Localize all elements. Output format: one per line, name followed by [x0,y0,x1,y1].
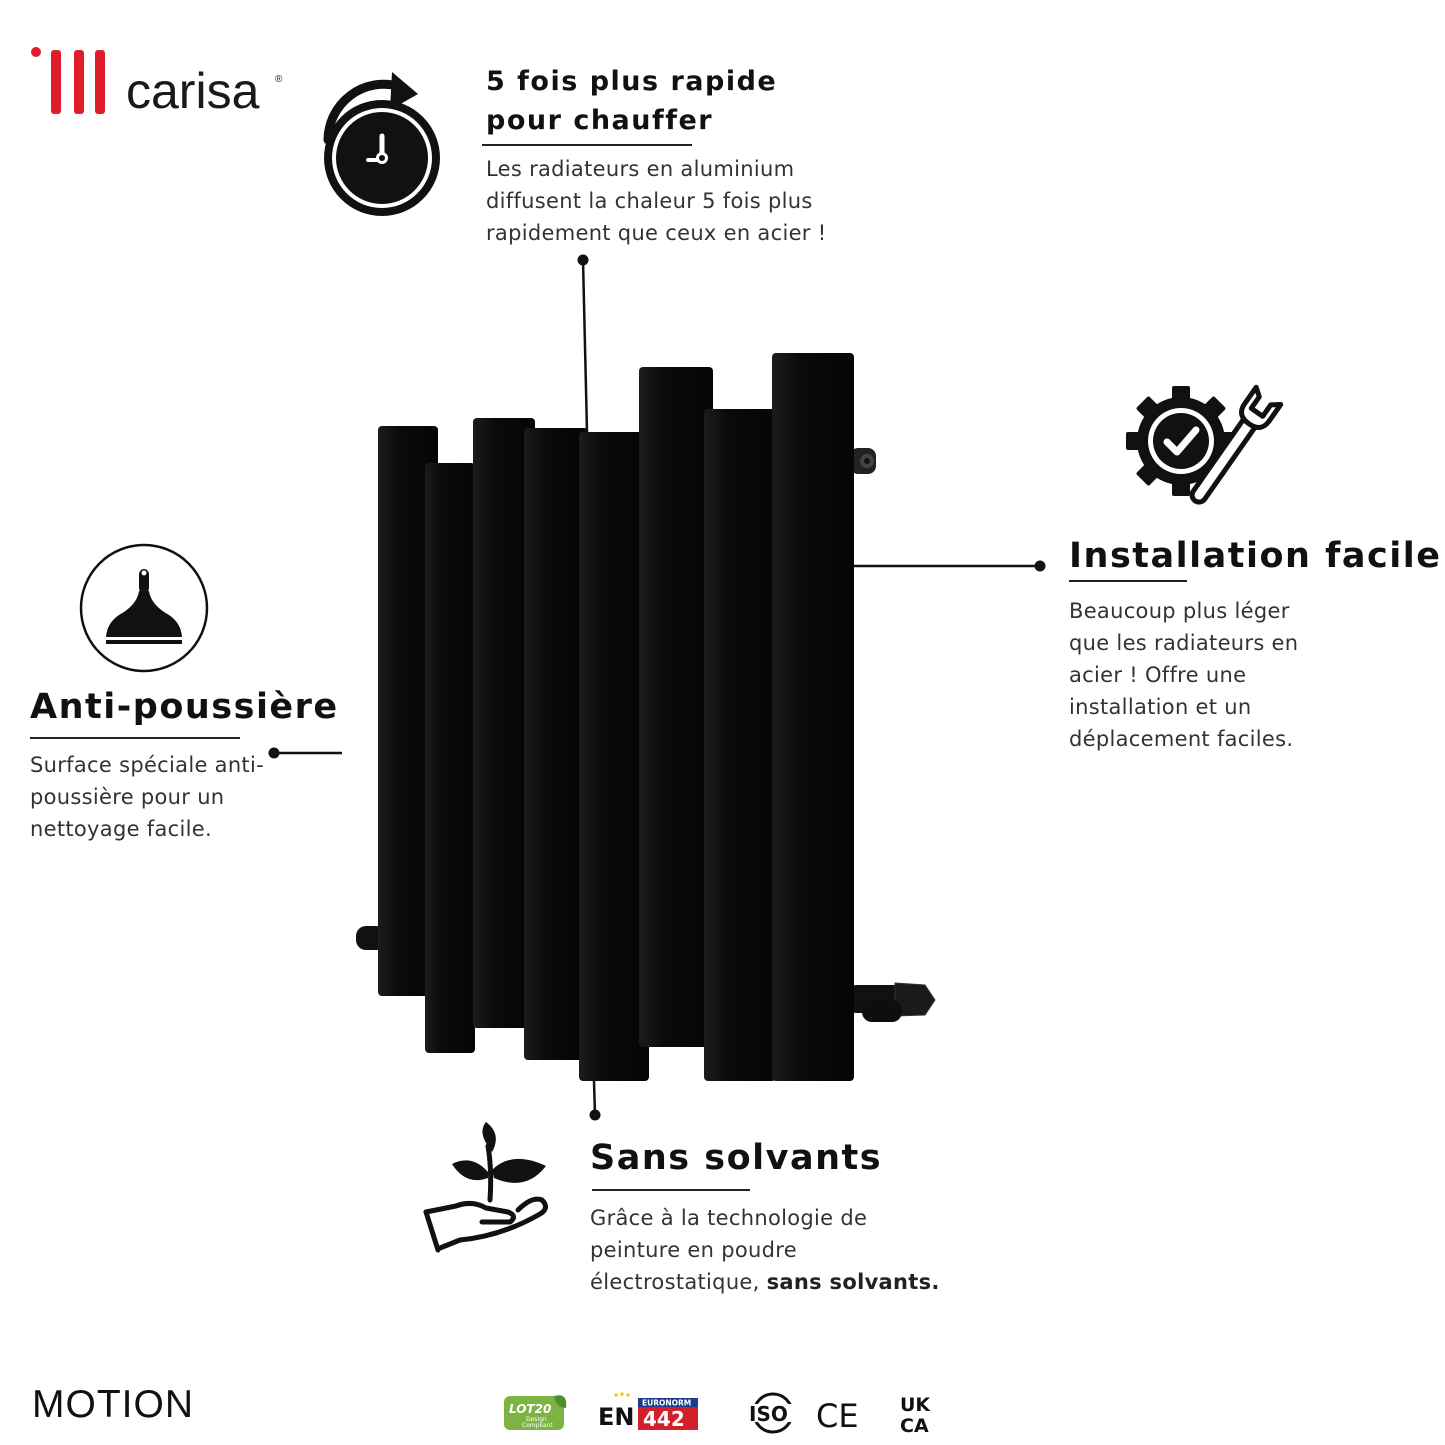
speed-title-underline [482,144,692,146]
en442-badge: EN EURONORM 442 [598,1392,702,1432]
solvent-text-line1: Grâce à la technologie de [590,1206,868,1230]
iso-label: ISO [749,1402,788,1426]
radiator-tube-5 [579,432,649,1081]
solvent-text-line2: peinture en poudre [590,1238,797,1262]
installation-title-underline [1069,580,1187,582]
registered-mark: ® [275,74,283,85]
speed-description: Les radiateurs en aluminium diffusent la… [486,153,876,249]
ukca-top: UK [900,1394,931,1416]
radiator-tube-2 [425,463,475,1053]
bottom-left-valve [356,926,386,950]
solvent-text-bold: sans solvants. [766,1270,940,1294]
solvent-description: Grâce à la technologie de peinture en po… [590,1202,1010,1298]
en-number: 442 [643,1407,685,1431]
speed-text-line3: rapidement que ceux en acier ! [486,221,827,245]
lot20-main: LOT20 [509,1402,551,1416]
carisa-logo-mark [28,46,108,118]
speed-title: 5 fois plus rapide pour chauffer [486,62,806,140]
ukca-bottom: CA [900,1415,929,1437]
speed-title-line1: 5 fois plus rapide [486,66,778,97]
dust-title: Anti-poussière [30,687,339,727]
installation-text-line2: que les radiateurs en [1069,631,1299,655]
en-label: EN [598,1403,634,1431]
dust-description: Surface spéciale anti- poussière pour un… [30,749,300,845]
duster-brush-icon [79,543,209,673]
speed-text-line2: diffusent la chaleur 5 fois plus [486,189,813,213]
top-right-vent [850,448,876,474]
solvent-title: Sans solvants [590,1138,883,1178]
installation-text-line3: acier ! Offre une [1069,663,1247,687]
bottom-right-valve [850,982,936,1022]
lot20-badge: LOT20 Design Compliant [504,1394,568,1432]
radiator-tube-3 [473,418,535,1028]
installation-text-line1: Beaucoup plus léger [1069,599,1290,623]
model-name: MOTION [32,1383,194,1426]
solvent-title-underline [592,1189,750,1191]
solvent-text-line3: électrostatique, [590,1270,767,1294]
dust-title-underline [30,737,240,739]
radiator-tube-8 [772,353,854,1081]
ce-label: CE [816,1397,859,1435]
dust-text-line2: poussière pour un [30,785,225,809]
installation-description: Beaucoup plus léger que les radiateurs e… [1069,595,1369,755]
radiator-tube-4 [524,428,588,1060]
iso-badge: ISO [748,1392,800,1434]
dust-text-line1: Surface spéciale anti- [30,753,264,777]
plant-hand-icon [422,1120,552,1260]
ce-mark: CE [816,1394,862,1435]
speed-text-line1: Les radiateurs en aluminium [486,157,795,181]
radiator-tube-6 [639,367,713,1047]
lot20-sub2: Compliant [522,1422,553,1429]
brand-name: carisa [126,63,260,119]
lot20-sub1: Design [526,1416,547,1423]
dust-text-line3: nettoyage facile. [30,817,212,841]
euronorm-label: EURONORM [642,1399,691,1408]
installation-text-line4: installation et un [1069,695,1252,719]
radiator-tube-1 [378,426,438,996]
installation-title: Installation facile [1069,536,1442,576]
speed-title-line2: pour chauffer [486,105,714,136]
ukca-mark: UK CA [900,1392,944,1437]
gear-wrench-check-icon [1124,384,1284,514]
radiator-tube-7 [704,409,776,1081]
clock-arrow-icon [318,70,448,220]
installation-text-line5: déplacement faciles. [1069,727,1294,751]
